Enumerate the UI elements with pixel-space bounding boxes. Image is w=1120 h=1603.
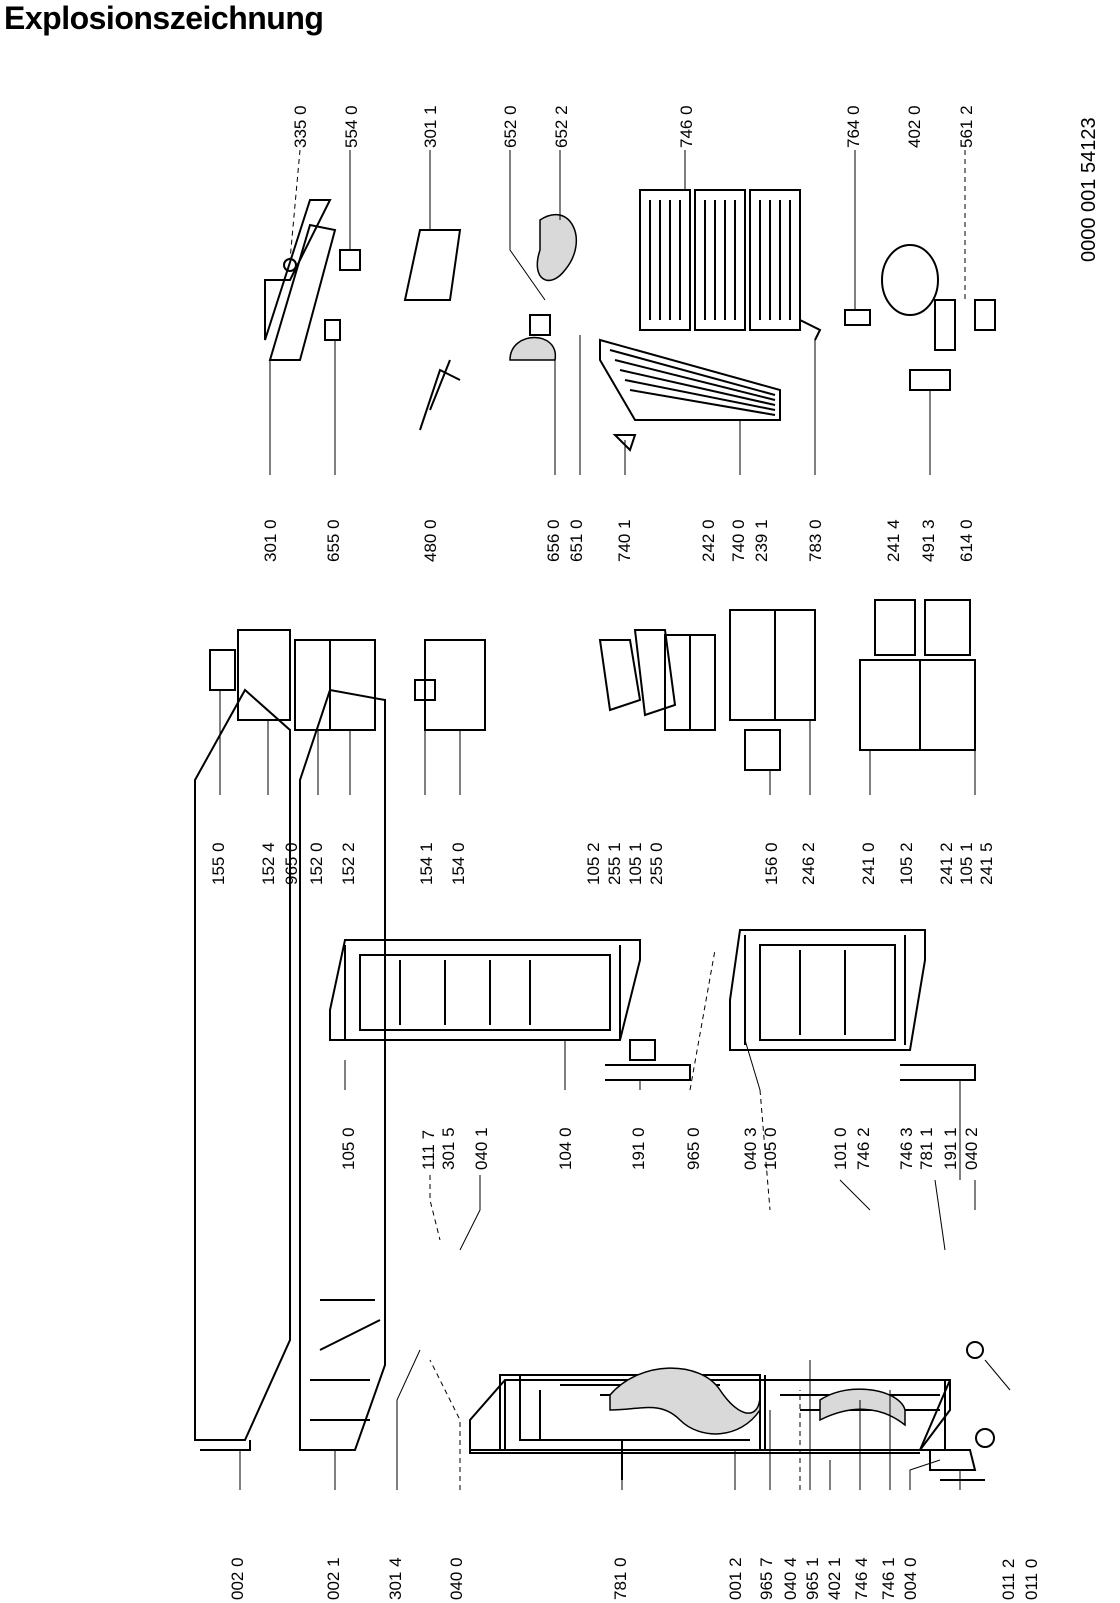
part-label: 255 0 xyxy=(647,842,666,885)
part-label: 651 0 xyxy=(567,519,586,562)
part-label: 152 0 xyxy=(307,842,326,885)
part-label: 554 0 xyxy=(342,105,361,148)
part-label: 652 2 xyxy=(552,105,571,148)
part-label: 781 0 xyxy=(611,1557,630,1600)
part-label: 491 3 xyxy=(919,519,938,562)
part-label: 154 1 xyxy=(417,842,436,885)
part-label: 561 2 xyxy=(957,105,976,148)
part-label: 783 0 xyxy=(806,519,825,562)
part-label: 301 0 xyxy=(261,519,280,562)
part-label: 746 1 xyxy=(879,1557,898,1600)
part-label: 746 2 xyxy=(854,1127,873,1170)
part-label: 781 1 xyxy=(917,1127,936,1170)
part-label: 154 0 xyxy=(449,842,468,885)
part-label: 480 0 xyxy=(421,519,440,562)
part-label: 155 0 xyxy=(209,842,228,885)
control-panel-part xyxy=(264,199,332,341)
part-label: 011 0 xyxy=(1022,1558,1041,1600)
part-label: 191 0 xyxy=(629,1127,648,1170)
part-label: 301 4 xyxy=(386,1557,405,1600)
part-label: 255 1 xyxy=(605,842,624,885)
compressor-part xyxy=(881,244,939,316)
part-label: 335 0 xyxy=(291,105,310,148)
part-label: 191 1 xyxy=(941,1127,960,1170)
part-label: 040 1 xyxy=(472,1127,491,1170)
part-label: 002 1 xyxy=(324,1557,343,1600)
part-label: 746 0 xyxy=(677,105,696,148)
part-label: 040 2 xyxy=(962,1127,981,1170)
part-label: 105 0 xyxy=(339,1127,358,1170)
part-label: 105 1 xyxy=(626,842,645,885)
part-label: 152 4 xyxy=(259,842,278,885)
part-label: 040 3 xyxy=(741,1127,760,1170)
part-label: 105 0 xyxy=(761,1127,780,1170)
part-label: 614 0 xyxy=(957,519,976,562)
part-label: 239 1 xyxy=(752,519,771,562)
part-label: 246 2 xyxy=(799,842,818,885)
part-label: 965 0 xyxy=(282,842,301,885)
part-label: 105 2 xyxy=(584,842,603,885)
part-label: 402 0 xyxy=(905,105,924,148)
part-label: 241 2 xyxy=(937,842,956,885)
part-label: 105 2 xyxy=(897,842,916,885)
part-label: 965 7 xyxy=(757,1557,776,1600)
part-label: 764 0 xyxy=(844,105,863,148)
part-label: 241 5 xyxy=(977,842,996,885)
part-label: 111 7 xyxy=(419,1129,438,1170)
part-label: 746 3 xyxy=(897,1127,916,1170)
part-label: 002 0 xyxy=(228,1557,247,1600)
part-label: 655 0 xyxy=(324,519,343,562)
part-label: 152 2 xyxy=(339,842,358,885)
part-label: 402 1 xyxy=(825,1557,844,1600)
part-label: 301 5 xyxy=(439,1127,458,1170)
top-cover-part xyxy=(194,688,291,1441)
fridge-door-part xyxy=(729,929,926,1051)
part-label: 105 1 xyxy=(957,842,976,885)
part-label: 740 1 xyxy=(615,519,634,562)
evaporator-part xyxy=(599,338,781,421)
part-label: 241 0 xyxy=(859,842,878,885)
part-label: 965 1 xyxy=(803,1557,822,1600)
part-label: 040 0 xyxy=(447,1557,466,1600)
part-label: 740 0 xyxy=(729,519,748,562)
part-label: 040 4 xyxy=(781,1557,800,1600)
part-label: 965 0 xyxy=(684,1127,703,1170)
top-frame-part xyxy=(299,688,386,1451)
part-label: 104 0 xyxy=(556,1127,575,1170)
part-label: 652 0 xyxy=(501,105,520,148)
part-label: 241 4 xyxy=(884,519,903,562)
part-label: 101 0 xyxy=(831,1127,850,1170)
part-label: 001 2 xyxy=(726,1557,745,1600)
part-label: 242 0 xyxy=(699,519,718,562)
page-title: Explosionszeichnung xyxy=(4,0,324,36)
part-label: 656 0 xyxy=(544,519,563,562)
wire-rack-part xyxy=(639,189,691,331)
part-label: 746 4 xyxy=(852,1557,871,1600)
part-label: 156 0 xyxy=(762,842,781,885)
part-label: 004 0 xyxy=(901,1557,920,1600)
part-label: 011 2 xyxy=(999,1558,1018,1600)
part-label: 301 1 xyxy=(421,105,440,148)
